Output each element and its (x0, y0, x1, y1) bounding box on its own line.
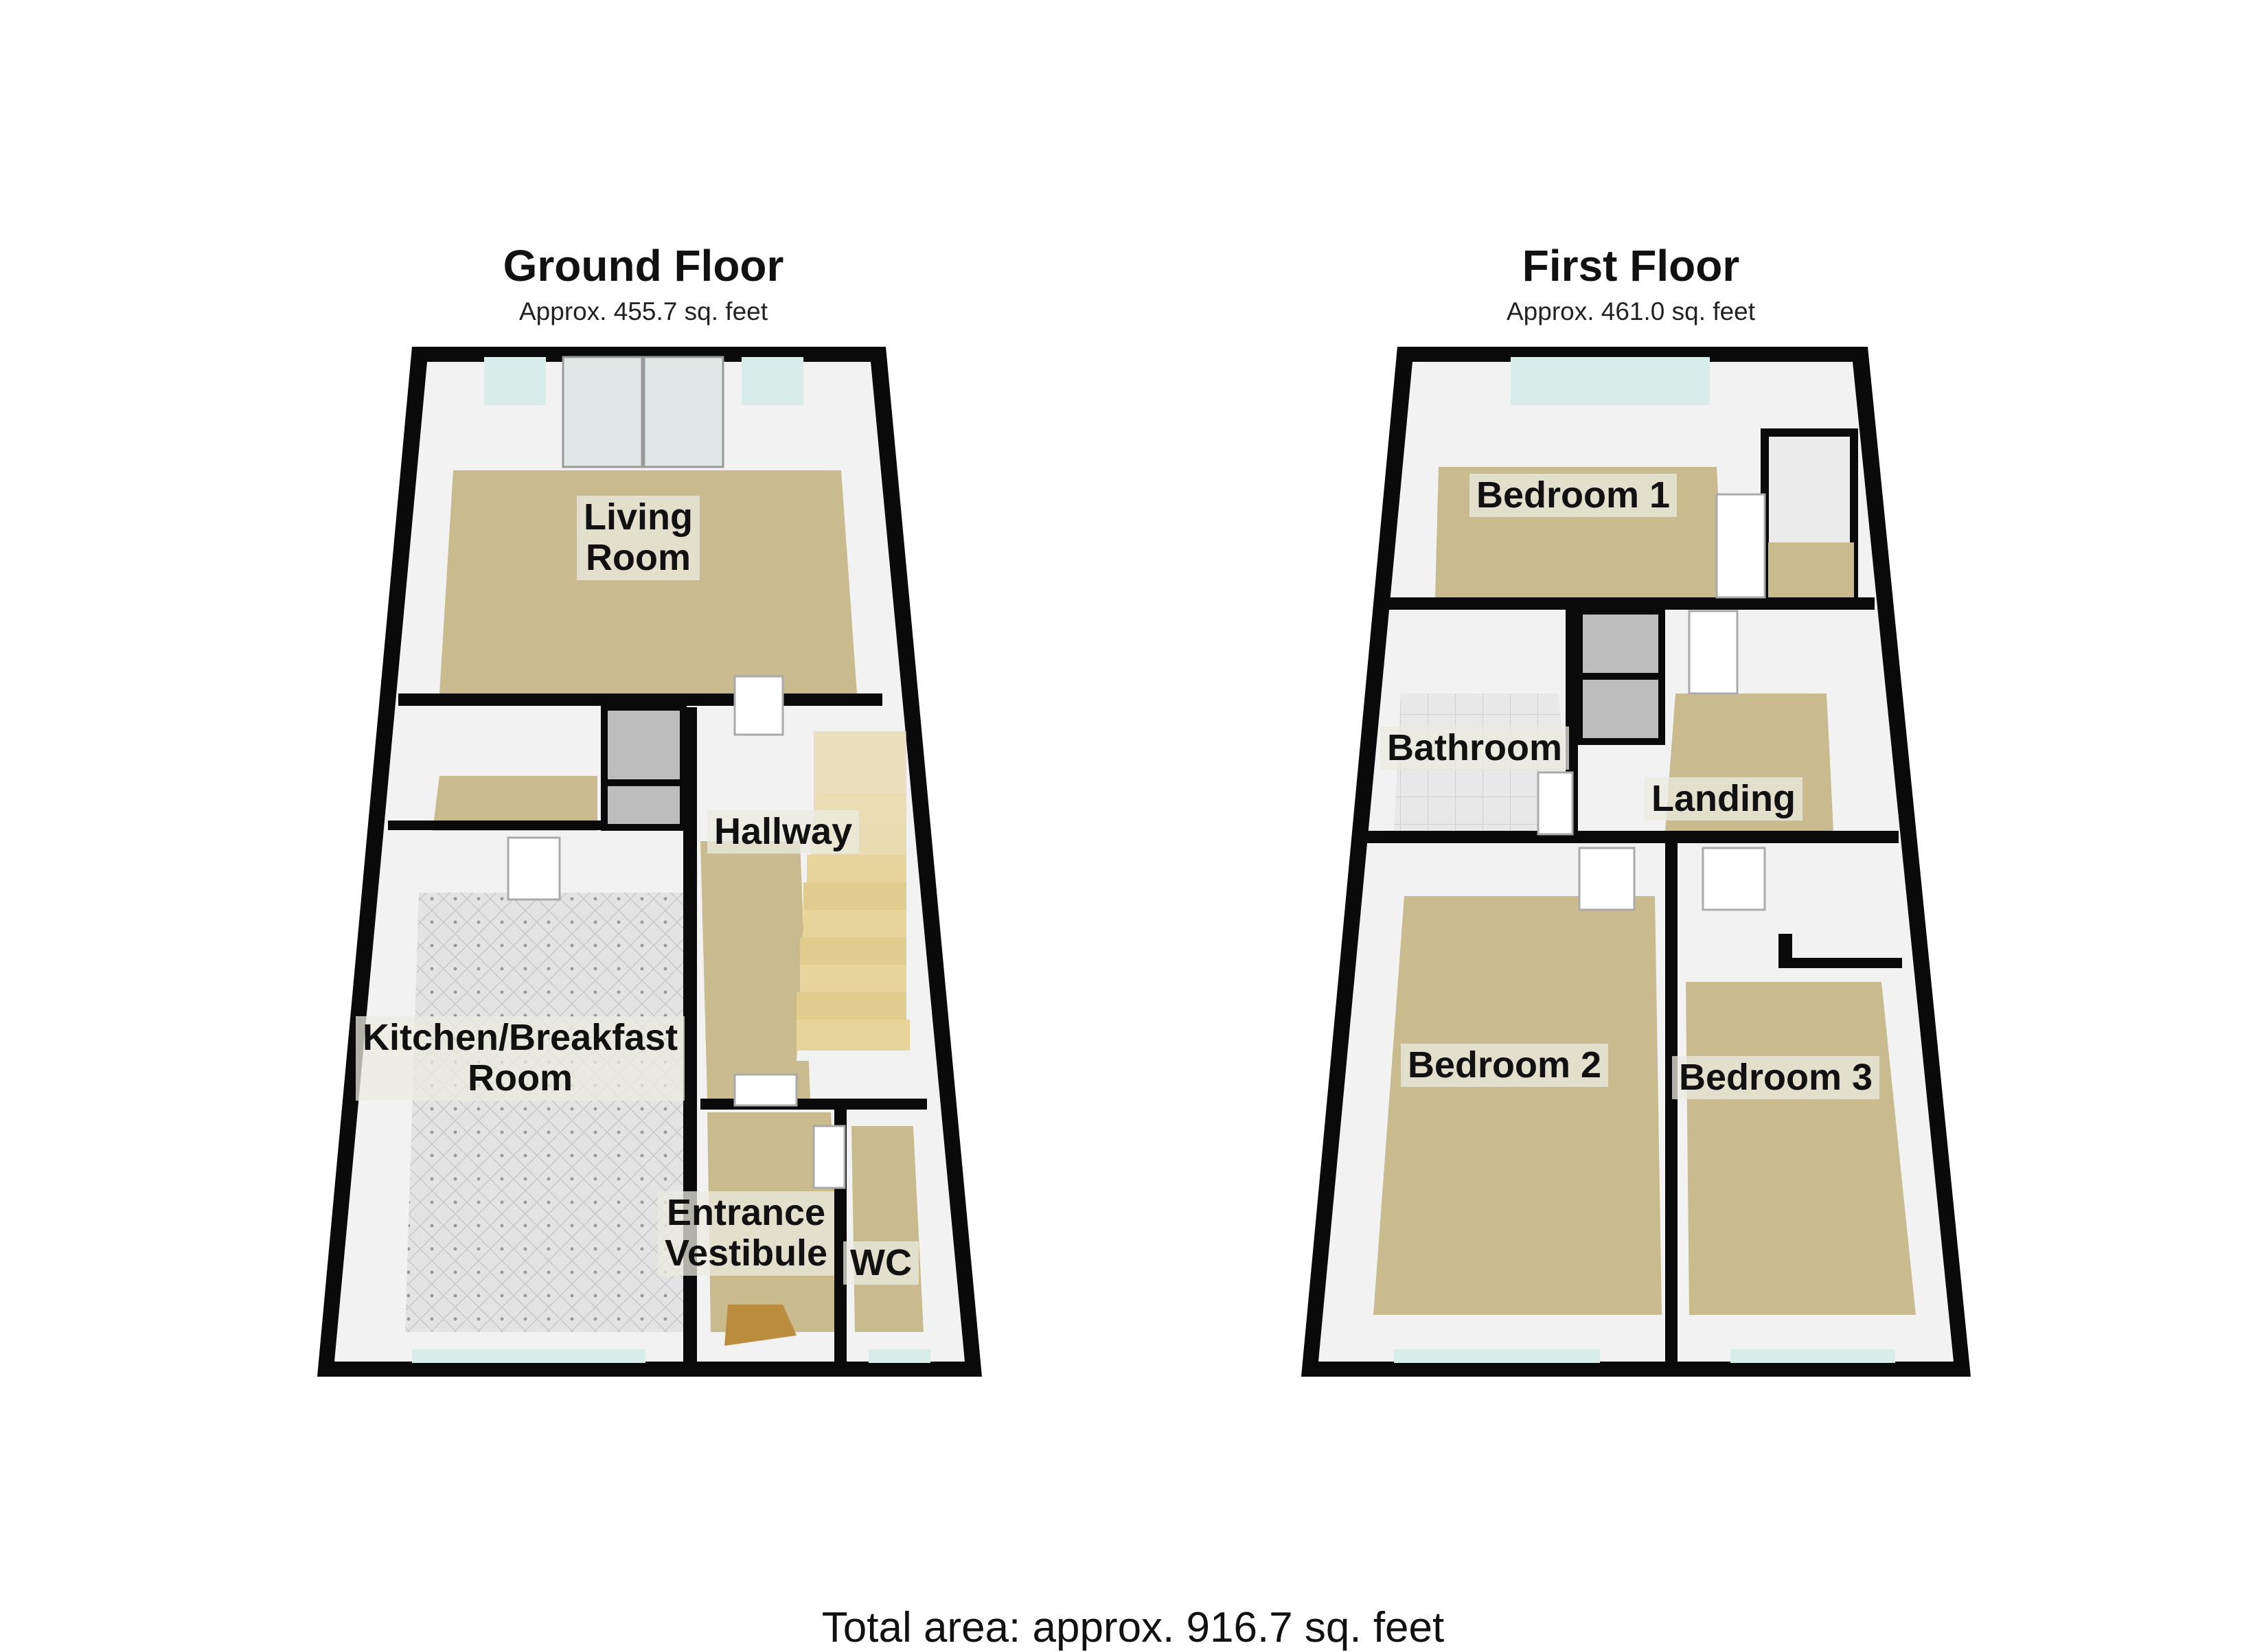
bedroom3-front-window (1730, 1349, 1895, 1363)
first-floor-area: Approx. 461.0 sq. feet (1506, 297, 1755, 325)
living-room-door-glass-1 (562, 356, 643, 468)
room-label-bathroom: Bathroom (1380, 726, 1569, 770)
door-mat (724, 1305, 797, 1346)
room-label-kitchen: Kitchen/Breakfast Room (356, 1016, 685, 1101)
landing-door (1688, 610, 1739, 695)
total-area: Total area: approx. 916.7 sq. feet (821, 1604, 1445, 1651)
bedroom1-window (1511, 357, 1710, 405)
room-label-bedroom3: Bedroom 3 (1672, 1056, 1880, 1100)
living-room-window-right (742, 357, 803, 405)
kitchen-door (507, 836, 561, 901)
kitchen-front-window (412, 1349, 645, 1363)
kitchen-floor (405, 893, 690, 1332)
wc-door (812, 1125, 846, 1189)
stairs (797, 728, 917, 1061)
room-label-bedroom2: Bedroom 2 (1401, 1044, 1609, 1088)
ground-floor-area: Approx. 455.7 sq. feet (518, 297, 768, 325)
bedroom3-door (1702, 847, 1766, 911)
room-label-wc: WC (843, 1241, 919, 1285)
first-floor-title: First Floor (1522, 241, 1740, 290)
room-label-hallway: Hallway (707, 810, 860, 854)
ground-floor-title: Ground Floor (503, 241, 784, 290)
bedroom3-floor (1686, 982, 1916, 1315)
bedroom2-floor (1373, 896, 1662, 1315)
hallway-floor (700, 841, 810, 1099)
living-room-floor (439, 470, 857, 693)
bedroom2-front-window (1394, 1349, 1600, 1363)
hallway-door (733, 1073, 798, 1107)
bedroom1-door (1715, 493, 1766, 599)
living-room-door-glass-2 (643, 356, 724, 468)
room-label-landing: Landing (1645, 777, 1802, 821)
room-label-bedroom1: Bedroom 1 (1469, 474, 1678, 518)
first-floor-plan (1301, 347, 1971, 1377)
room-label-living-room: Living Room (577, 496, 700, 580)
room-label-entrance-vestibule: Entrance Vestibule (658, 1191, 835, 1276)
wc-floor (851, 1126, 924, 1332)
bathroom-door (1537, 771, 1574, 836)
wc-front-window (869, 1349, 930, 1363)
bedroom2-door (1578, 847, 1636, 911)
living-room-door (733, 675, 784, 736)
living-room-window-left (484, 357, 546, 405)
ground-floor-plan (317, 347, 982, 1377)
